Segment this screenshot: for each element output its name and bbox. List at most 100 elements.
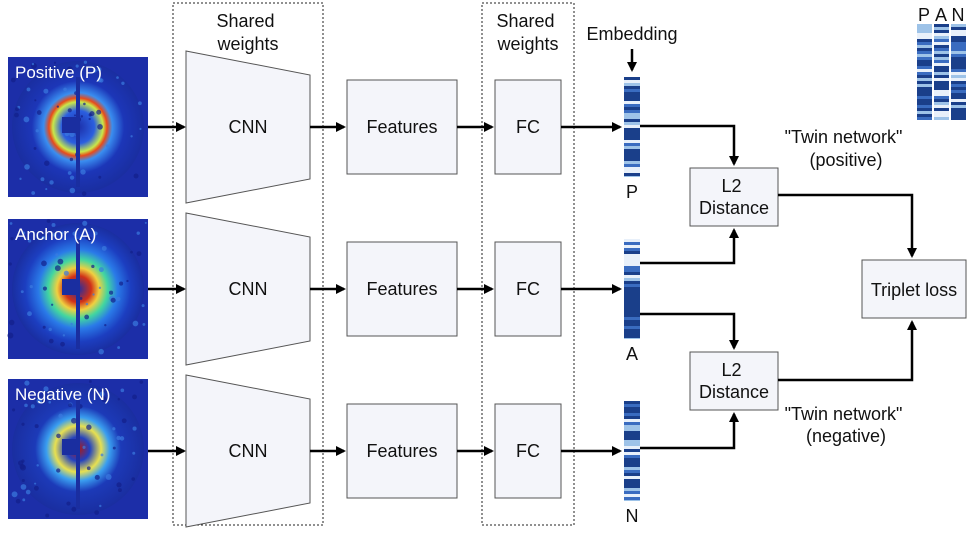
arrow-a-to-l2-bottom [640,312,739,350]
embedding-vector-a [624,239,640,339]
image-speckle [101,245,107,251]
legend-letter-n: N [952,5,965,25]
legend-embedding-p-stripe [917,54,932,57]
image-speckle [98,286,102,290]
embedding-letter-p: P [626,182,638,202]
image-speckle [141,304,145,308]
image-speckle [30,404,35,409]
legend-embedding-n-stripe [951,90,966,93]
image-speckle [94,474,100,480]
legend-embedding-p-stripe [917,90,932,93]
embedding-vector-p-stripe [624,131,640,134]
legend-embedding-a-stripe [934,48,949,51]
legend-embedding-n-stripe [951,93,966,96]
image-speckle [22,498,26,502]
image-speckle [35,129,39,133]
legend-embedding-a-stripe [934,102,949,105]
embedding-vector-a-stripe [624,293,640,296]
shared-weights-cnn-label: Shared weights [216,11,279,54]
image-speckle [131,477,136,481]
image-speckle [34,99,37,102]
legend-embedding-a-stripe [934,81,949,84]
image-speckle [99,391,105,397]
image-speckle [93,68,97,73]
embedding-vector-n-stripe [624,407,640,410]
legend-embedding-p-stripe [917,66,932,69]
twin-network-positive-label: "Twin network" (positive) [785,127,908,170]
legend-embedding-n-stripe [951,81,966,84]
image-speckle [94,510,100,515]
image-speckle [31,191,36,195]
l2-top-line2: Distance [699,198,769,218]
embedding-vector-a-stripe [624,302,640,305]
image-speckle [53,61,57,64]
legend-embedding-n-stripe [951,105,966,108]
legend-embedding-p-stripe [917,42,932,45]
embedding-vector-a-stripe [624,323,640,326]
image-speckle [136,231,140,235]
image-speckle [36,464,39,467]
image-speckle [88,117,91,121]
legend-embedding-p-stripe [917,72,932,75]
image-speckle [89,111,95,117]
legend-embedding-a-stripe [934,36,949,39]
embedding-vector-a-stripe [624,269,640,272]
image-speckle [68,403,73,407]
image-speckle [110,297,116,303]
l2-distance-negative-box [689,351,779,411]
image-speckle [104,323,107,327]
embedding-vector-p-stripe [624,98,640,101]
legend-embedding-a-stripe [934,90,949,93]
image-speckle [43,386,49,392]
legend-embedding-p-stripe [917,78,932,81]
arrow-l2-top-to-triplet [778,193,917,258]
legend-embedding-n-stripe [951,30,966,33]
l2-bottom-line1: L2 [721,360,741,380]
image-speckle [24,403,28,408]
embedding-vector-a-stripe [624,290,640,293]
diffraction-image-a: Anchor (A) [7,219,148,359]
image-speckle [26,87,31,92]
embedding-vector-a-stripe [624,311,640,314]
legend-embedding-p-stripe [917,39,932,42]
image-speckle [130,250,133,254]
legend-embedding-n-stripe [951,66,966,69]
image-speckle [10,77,16,83]
legend-embedding-p-stripe [917,45,932,48]
image-speckle [73,114,77,117]
embedding-vector-p-stripe [624,164,640,167]
legend-embedding-p-stripe [917,96,932,99]
embedding-vector-n-stripe [624,446,640,449]
embedding-vector-p-stripe [624,83,640,86]
legend-embedding-a-stripe [934,108,949,111]
legend-embedding-a-stripe [934,33,949,36]
image-speckle [82,220,88,226]
image-speckle [45,513,50,518]
twin-positive-line2: (positive) [809,150,882,170]
legend-embedding-p-stripe [917,114,932,117]
image-speckle [42,286,47,291]
shared-weights-fc-line2: weights [496,34,558,54]
legend-embedding-n-stripe [951,102,966,105]
embedding-vector-n-stripe [624,470,640,473]
image-speckle [93,231,98,236]
shared-weights-fc-group [481,2,575,526]
image-speckle [97,77,102,83]
image-speckle [7,332,14,339]
image-speckle [136,251,142,257]
embedding-vector-n-stripe [624,455,640,458]
embedding-vector-p-stripe [624,149,640,152]
embedding-vector-n-stripe [624,488,640,491]
image-speckle [116,435,121,441]
legend-embedding-p-stripe [917,36,932,39]
legend-embedding-n [951,24,966,120]
legend-embedding-p-stripe [917,24,932,27]
legend-embedding-a-stripe [934,117,949,120]
image-speckle [19,177,22,180]
shared-weights-cnn-line2: weights [216,34,278,54]
legend-embedding-n-stripe [951,60,966,63]
